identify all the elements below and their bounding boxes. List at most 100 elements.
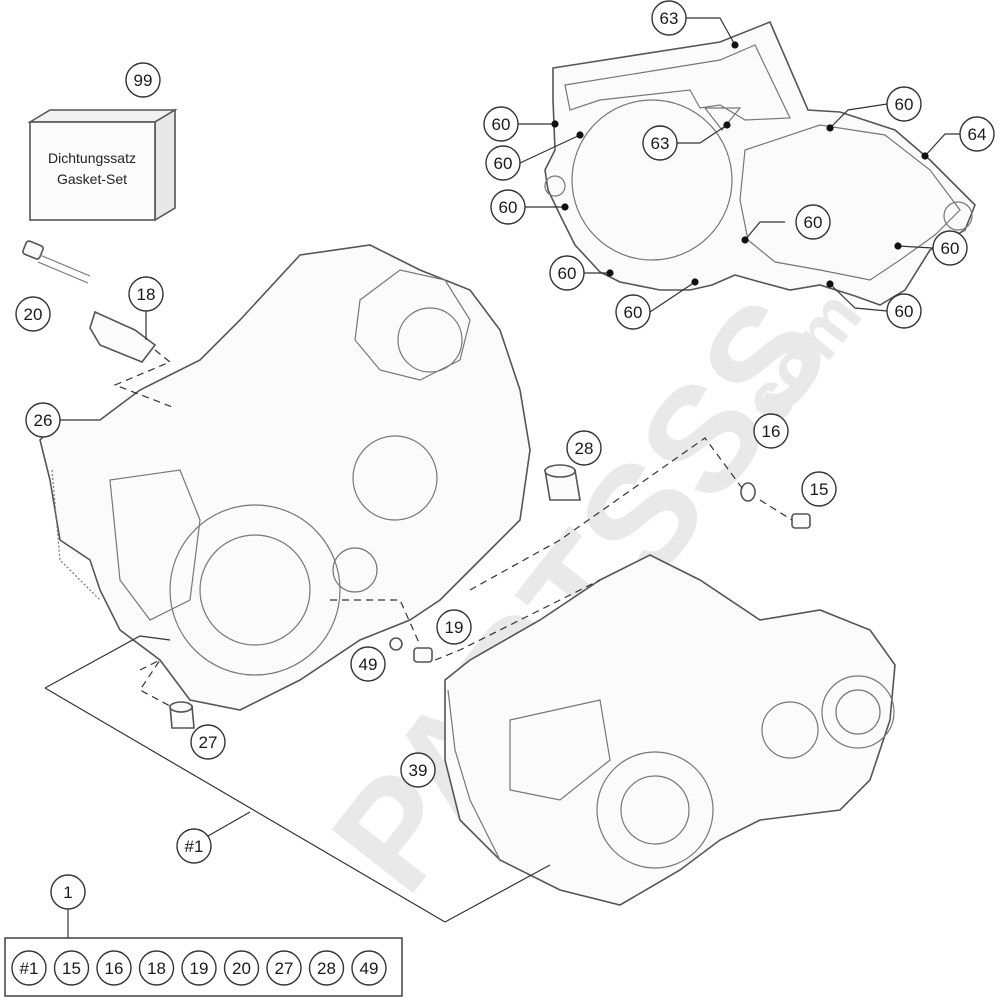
crankcase-left-half[interactable]	[39, 244, 531, 711]
kit-item-circle	[11, 950, 47, 986]
svg-text:1: 1	[63, 883, 72, 902]
svg-text:60: 60	[494, 154, 513, 173]
callout-60-f[interactable]: 60	[886, 86, 922, 122]
callout-60-c[interactable]: 60	[490, 189, 526, 225]
svg-text:15: 15	[810, 480, 829, 499]
kit-item-circle	[223, 950, 260, 986]
svg-text:60: 60	[624, 303, 643, 322]
svg-text:28: 28	[575, 439, 594, 458]
callout-99[interactable]: 99	[125, 62, 161, 98]
svg-text:63: 63	[651, 134, 670, 153]
kit-item-callout[interactable]: 18	[138, 950, 175, 986]
main-bearing-bore	[596, 751, 714, 869]
callout-1[interactable]: 1	[50, 874, 86, 910]
base-gasket-part-26[interactable]	[51, 469, 101, 601]
callout-63-mid[interactable]: 63	[642, 125, 678, 161]
svg-text:49: 49	[359, 655, 378, 674]
bolt-part-15[interactable]	[791, 513, 811, 529]
gasket-set-label-de: Dichtungssatz	[48, 150, 136, 166]
callout-assembly-1[interactable]: #1	[176, 828, 212, 864]
svg-text:27: 27	[199, 733, 218, 752]
svg-text:60: 60	[492, 115, 511, 134]
kit-item-circle	[96, 950, 132, 986]
flywheel-bore	[169, 504, 341, 676]
callout-39[interactable]: 39	[400, 752, 436, 788]
callout-20[interactable]: 20	[15, 296, 51, 332]
kit-item-callout[interactable]: 19	[181, 950, 217, 986]
svg-text:#1: #1	[185, 837, 204, 856]
callout-28[interactable]: 28	[566, 430, 602, 466]
callout-60-a[interactable]: 60	[483, 106, 519, 142]
grouping-lines	[44, 635, 551, 938]
svg-text:18: 18	[137, 285, 156, 304]
crankcase-right-half[interactable]	[444, 554, 896, 906]
kit-item-label: 49	[360, 959, 379, 978]
callout-60-g[interactable]: 60	[795, 204, 831, 240]
clutch-opening	[571, 99, 733, 261]
kit-item-callout[interactable]: 28	[308, 950, 345, 986]
kit-item-circle	[266, 950, 302, 986]
gasket-set-label-en: Gasket-Set	[57, 171, 127, 187]
dowel-part-18[interactable]	[89, 310, 157, 363]
clutch-cover-gasket[interactable]	[544, 20, 976, 306]
callout-27[interactable]: 27	[190, 724, 226, 760]
gasket-set-box[interactable]: Dichtungssatz Gasket-Set	[27, 108, 178, 222]
screw-part-19[interactable]	[413, 647, 433, 663]
kit-item-circle	[138, 950, 175, 986]
svg-text:16: 16	[762, 422, 781, 441]
svg-text:60: 60	[558, 264, 577, 283]
svg-text:99: 99	[134, 71, 153, 90]
kit-item-label: #1	[20, 959, 39, 978]
gasket-part-39[interactable]	[447, 689, 501, 861]
kit-item-callout[interactable]: 20	[223, 950, 260, 986]
kit-contents-list: #1 15 16 18 19 20 27 28 49	[11, 950, 387, 986]
callout-60-e[interactable]: 60	[615, 294, 651, 330]
bearing-bore	[352, 435, 438, 521]
callout-60-b[interactable]: 60	[485, 145, 521, 181]
kit-item-circle	[53, 950, 90, 986]
gasket-bolt-dots	[551, 41, 929, 288]
bolt-part-20[interactable]	[22, 240, 91, 284]
kit-item-callout[interactable]: 27	[266, 950, 302, 986]
kit-item-label: 18	[147, 959, 166, 978]
kit-item-circle	[351, 950, 387, 986]
callout-60-h[interactable]: 60	[932, 230, 968, 266]
kit-item-label: 15	[62, 959, 81, 978]
callout-60-i[interactable]: 60	[886, 293, 922, 329]
callout-49[interactable]: 49	[350, 646, 386, 682]
callout-18[interactable]: 18	[128, 276, 164, 312]
svg-text:19: 19	[445, 618, 464, 637]
svg-text:20: 20	[24, 305, 43, 324]
kit-item-callout[interactable]: 16	[96, 950, 132, 986]
dowel-part-27[interactable]	[169, 701, 195, 729]
kit-item-label: 16	[105, 959, 124, 978]
callout-64[interactable]: 64	[959, 116, 995, 152]
svg-text:60: 60	[499, 198, 518, 217]
kit-item-label: 20	[232, 959, 251, 978]
callout-15[interactable]: 15	[801, 471, 837, 507]
kit-item-label: 19	[190, 959, 209, 978]
svg-text:39: 39	[409, 761, 428, 780]
washer-part-16[interactable]	[740, 482, 756, 502]
svg-text:60: 60	[941, 239, 960, 258]
kit-item-circle	[308, 950, 345, 986]
callout-60-d[interactable]: 60	[549, 255, 585, 291]
kit-item-circle	[181, 950, 217, 986]
svg-text:63: 63	[660, 9, 679, 28]
kit-item-callout[interactable]: 49	[351, 950, 387, 986]
callout-16[interactable]: 16	[753, 413, 789, 449]
svg-text:26: 26	[34, 411, 53, 430]
assembly-lines	[113, 349, 793, 707]
svg-text:64: 64	[968, 125, 987, 144]
callout-63-top[interactable]: 63	[651, 0, 687, 36]
kit-item-callout[interactable]: #1	[11, 950, 47, 986]
callout-19[interactable]: 19	[436, 609, 472, 645]
svg-text:60: 60	[895, 95, 914, 114]
plug-part-49[interactable]	[389, 637, 403, 651]
callout-26[interactable]: 26	[25, 402, 61, 438]
kit-item-label: 27	[275, 959, 294, 978]
kit-item-callout[interactable]: 15	[53, 950, 90, 986]
bushing-part-28[interactable]	[544, 464, 581, 501]
kit-item-label: 28	[317, 959, 336, 978]
